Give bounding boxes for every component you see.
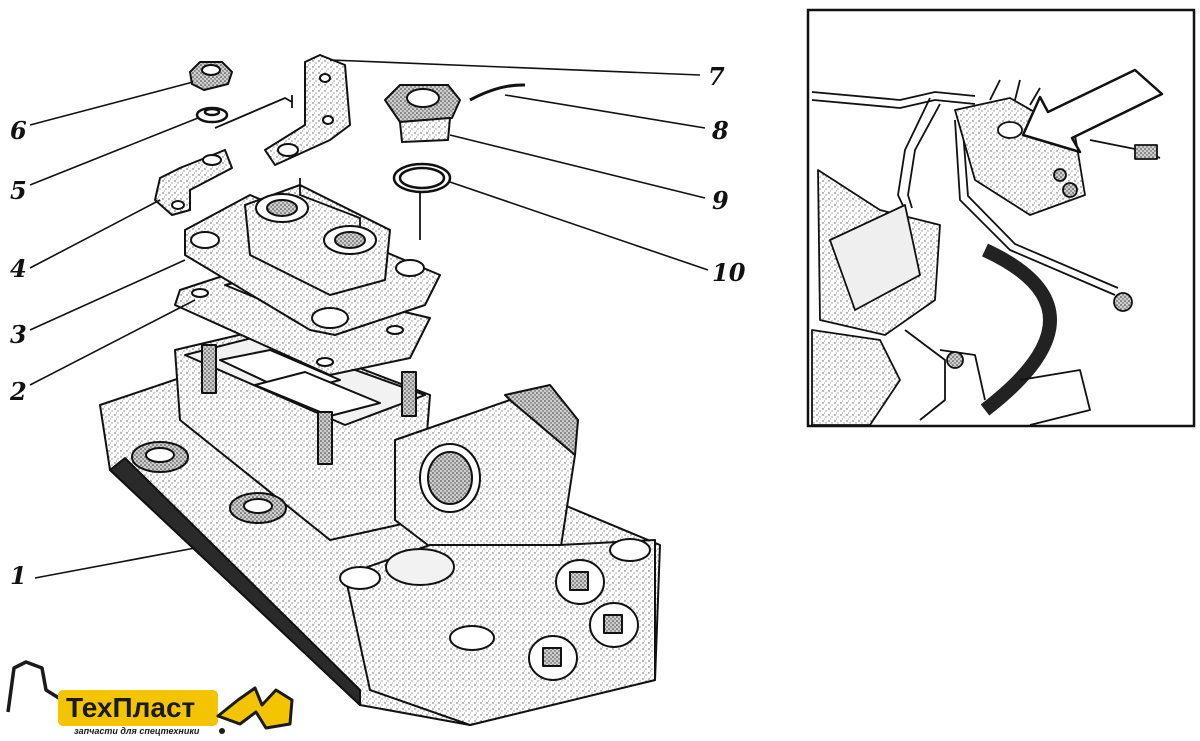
callout-10: 10 [712, 258, 746, 287]
union-fitting [384, 84, 461, 143]
callout-3: 3 [10, 320, 27, 349]
o-ring [392, 162, 452, 194]
techplast-logo: ТехПласт запчасти для спецтехники [6, 660, 294, 736]
callout-2: 2 [9, 377, 27, 406]
logo-tagline: запчасти для спецтехники [74, 726, 200, 736]
cover-plate [184, 184, 441, 336]
logo-name: ТехПласт [66, 692, 195, 723]
callout-1: 1 [10, 561, 27, 590]
assembly-guides [214, 95, 421, 240]
leader-lines [29, 59, 709, 579]
callout-5: 5 [10, 176, 27, 205]
callout-6: 6 [10, 116, 27, 145]
angle-bracket [264, 54, 351, 166]
callout-7: 7 [708, 62, 725, 91]
spring-washer [195, 106, 229, 124]
loader-icon [216, 686, 294, 730]
callout-9: 9 [712, 186, 729, 215]
valve-housing [99, 329, 661, 726]
bracket [154, 149, 233, 216]
cotter-pin [469, 83, 526, 102]
location-arrow-icon [1021, 68, 1164, 154]
callout-8: 8 [711, 116, 729, 145]
location-inset [806, 8, 1196, 428]
excavator-icon [6, 660, 63, 713]
nut [189, 61, 233, 91]
callout-4: 4 [10, 254, 27, 283]
